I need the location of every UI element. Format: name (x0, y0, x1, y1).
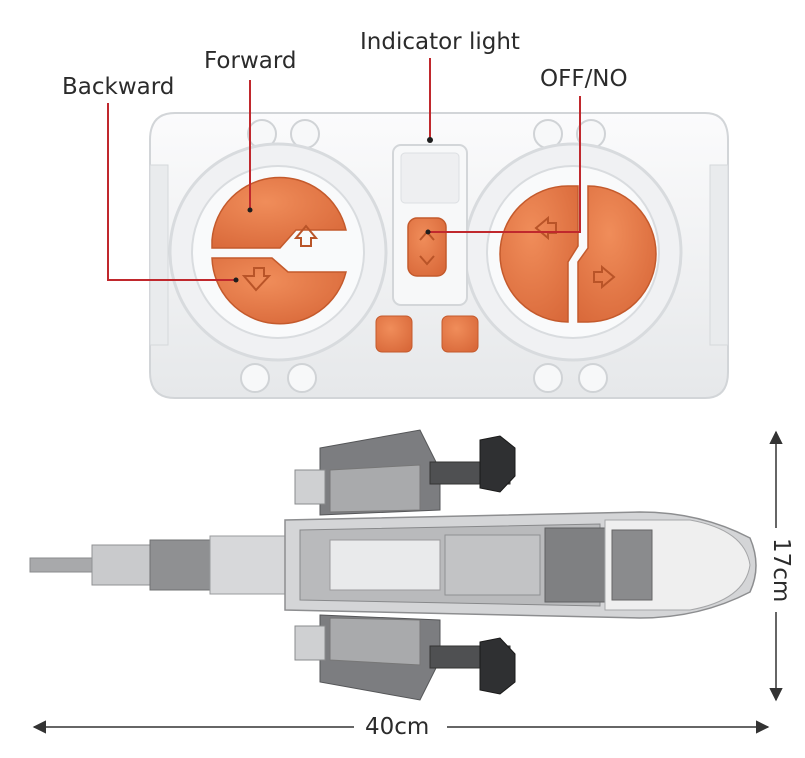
left-forward-button[interactable] (211, 176, 347, 249)
down-arrow-icon (593, 264, 616, 290)
label-off-on: OFF/NO (540, 66, 628, 92)
label-indicator-light: Indicator light (360, 29, 520, 55)
channel-switch[interactable] (407, 217, 447, 277)
dimension-length-label: 40cm (365, 714, 430, 740)
label-backward: Backward (62, 74, 175, 100)
dimension-height-label: 17cm (768, 538, 794, 603)
right-forward-button[interactable] (499, 185, 579, 323)
studs (240, 119, 608, 393)
vehicle-top-view (29, 429, 757, 701)
small-button-right[interactable] (441, 315, 479, 353)
callout-backward (107, 103, 236, 281)
callout-off-on (428, 96, 581, 233)
label-forward: Forward (204, 48, 297, 74)
small-button-left[interactable] (375, 315, 413, 353)
down-arrow-icon (241, 267, 272, 292)
remote-control (149, 112, 729, 399)
right-backward-button[interactable] (577, 185, 657, 323)
callout-lines (107, 58, 581, 281)
up-arrow-icon (293, 224, 319, 247)
up-arrow-icon (534, 215, 557, 241)
dimension-arrows (32, 430, 783, 734)
left-backward-button[interactable] (211, 257, 347, 325)
